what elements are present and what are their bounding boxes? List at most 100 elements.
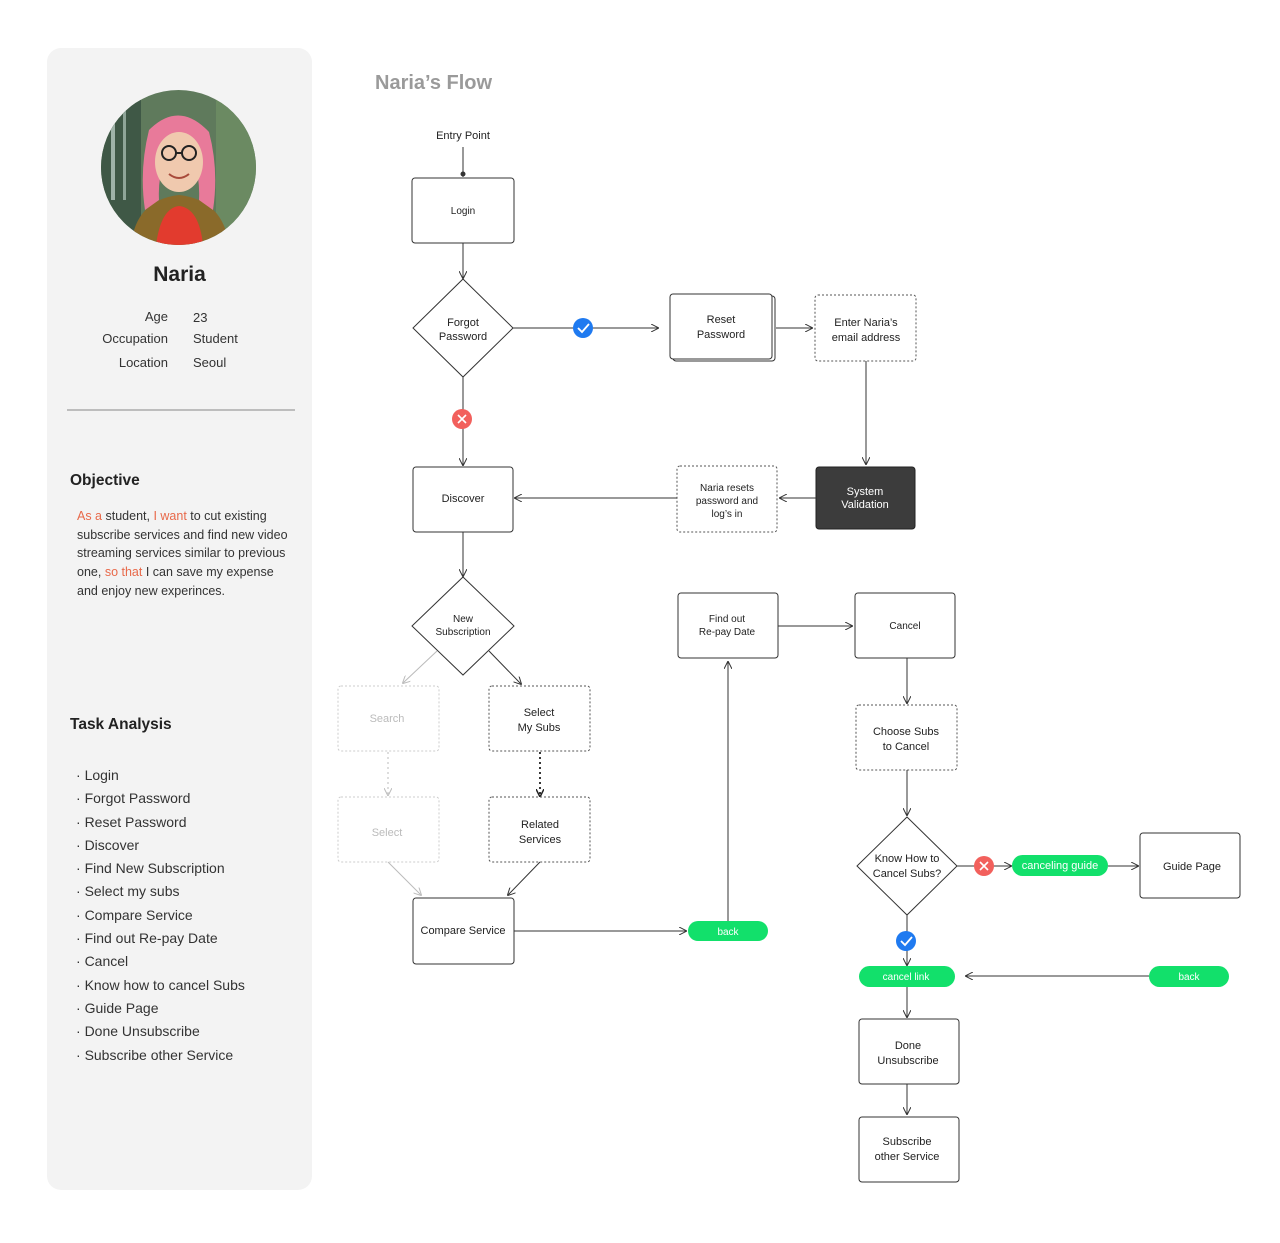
- cross-icon: [974, 856, 994, 876]
- task-item: Find New Subscription: [76, 857, 245, 880]
- node-cancel-label: Cancel: [889, 621, 920, 632]
- meta-label-location: Location: [118, 355, 168, 370]
- persona-name: Naria: [153, 263, 206, 286]
- node-know-how-to-cancel: Know How to Cancel Subs?: [856, 816, 958, 916]
- panel-divider: [67, 409, 295, 411]
- task-item: Login: [76, 764, 245, 787]
- task-item: Find out Re-pay Date: [76, 927, 245, 950]
- task-item: Compare Service: [76, 904, 245, 927]
- canceling-guide-label: canceling guide: [1022, 860, 1098, 872]
- node-subscribe-other: Subscribe other Service: [858, 1116, 960, 1183]
- meta-label-occupation: Occupation: [102, 331, 168, 346]
- task-item: Cancel: [76, 950, 245, 973]
- objective-part: to cut existing subscribe services and f…: [77, 509, 288, 580]
- node-select: Select: [337, 796, 440, 863]
- node-subscribe-other-label: Subscribe: [883, 1136, 932, 1148]
- canceling-guide-pill: canceling guide: [1012, 855, 1108, 876]
- node-select-my-subs: Select My Subs: [488, 685, 591, 752]
- task-item: Discover: [76, 834, 245, 857]
- node-forgot-label: Forgot: [447, 317, 479, 329]
- cancel-link-pill: cancel link: [859, 966, 955, 987]
- node-done-unsubscribe: Done Unsubscribe: [858, 1018, 960, 1085]
- node-system-validation-label: Validation: [841, 499, 889, 511]
- back-pill-compare: back: [688, 921, 768, 941]
- node-login-label: Login: [451, 206, 475, 217]
- node-forgot-password: Forgot Password: [412, 278, 514, 378]
- node-know-how-label: Know How to: [875, 853, 940, 865]
- objective-heading: Objective: [70, 472, 140, 489]
- check-icon: [896, 931, 916, 951]
- objective-part: As a: [77, 509, 103, 523]
- node-search-label: Search: [370, 713, 405, 725]
- node-find-repay-label: Find out: [709, 614, 745, 625]
- cross-icon: [452, 409, 472, 429]
- node-subscribe-other-label: other Service: [875, 1151, 940, 1163]
- node-guide-page-label: Guide Page: [1163, 861, 1221, 873]
- node-system-validation: System Validation: [815, 466, 916, 530]
- node-related-services: Related Services: [488, 796, 591, 863]
- node-done-unsubscribe-label: Done: [895, 1040, 921, 1052]
- node-discover-label: Discover: [442, 493, 485, 505]
- task-item: Know how to cancel Subs: [76, 974, 245, 997]
- back-pill-guide-label: back: [1178, 972, 1200, 983]
- check-icon: [573, 318, 593, 338]
- node-new-subscription-label: Subscription: [435, 627, 490, 638]
- node-forgot-label: Password: [439, 331, 487, 343]
- entry-point-label: Entry Point: [436, 130, 490, 142]
- node-choose-subs-label: Choose Subs: [873, 726, 940, 738]
- task-item: Subscribe other Service: [76, 1044, 245, 1067]
- node-naria-resets-label: password and: [696, 496, 758, 507]
- node-new-subscription: New Subscription: [411, 576, 515, 676]
- node-enter-email-label: Enter Naria’s: [834, 317, 898, 329]
- node-select-my-subs-label: Select: [524, 707, 555, 719]
- node-naria-resets-label: log’s in: [712, 509, 743, 520]
- objective-part: I can save my expense and enjoy new expe…: [77, 565, 274, 598]
- task-list: Login Forgot Password Reset Password Dis…: [76, 764, 245, 1067]
- meta-value-occupation: Student: [193, 331, 238, 346]
- node-enter-email-label: email address: [832, 332, 901, 344]
- node-select-label: Select: [372, 827, 403, 839]
- node-login: Login: [411, 177, 515, 244]
- node-related-services-label: Related: [521, 819, 559, 831]
- node-choose-subs: Choose Subs to Cancel: [855, 704, 958, 771]
- task-item: Guide Page: [76, 997, 245, 1020]
- node-select-my-subs-label: My Subs: [518, 722, 561, 734]
- node-new-subscription-label: New: [453, 614, 474, 625]
- objective-part: I want: [153, 509, 187, 523]
- node-find-repay-date: Find out Re-pay Date: [677, 592, 779, 659]
- node-system-validation-label: System: [847, 486, 884, 498]
- back-pill-guide: back: [1149, 966, 1229, 987]
- cancel-link-label: cancel link: [883, 972, 931, 983]
- node-reset-password: Reset Password: [669, 293, 776, 362]
- task-analysis-heading: Task Analysis: [70, 716, 172, 733]
- node-choose-subs-label: to Cancel: [883, 741, 929, 753]
- task-item: Select my subs: [76, 880, 245, 903]
- node-cancel: Cancel: [854, 592, 956, 659]
- node-know-how-label: Cancel Subs?: [873, 868, 942, 880]
- node-reset-label: Reset: [707, 314, 736, 326]
- back-pill-compare-label: back: [717, 927, 739, 938]
- node-done-unsubscribe-label: Unsubscribe: [877, 1055, 938, 1067]
- node-find-repay-label: Re-pay Date: [699, 627, 756, 638]
- meta-value-age: 23: [193, 310, 208, 325]
- meta-value-location: Seoul: [193, 355, 227, 370]
- objective-part: so that: [104, 565, 143, 580]
- node-naria-resets: Naria resets password and log’s in: [676, 465, 778, 533]
- node-related-services-label: Services: [519, 834, 562, 846]
- node-search: Search: [337, 685, 440, 752]
- meta-label-age: Age: [144, 309, 168, 324]
- task-item: Reset Password: [76, 811, 245, 834]
- node-compare-service-label: Compare Service: [421, 925, 506, 937]
- node-compare-service: Compare Service: [412, 897, 515, 965]
- task-item: Forgot Password: [76, 787, 245, 810]
- node-naria-resets-label: Naria resets: [700, 483, 754, 494]
- task-item: Done Unsubscribe: [76, 1020, 245, 1043]
- node-reset-label: Password: [697, 329, 745, 341]
- objective-part: student,: [102, 509, 154, 523]
- node-enter-email: Enter Naria’s email address: [814, 294, 917, 362]
- node-guide-page: Guide Page: [1139, 832, 1241, 899]
- node-discover: Discover: [412, 466, 514, 533]
- flow-title: Naria’s Flow: [375, 72, 493, 94]
- objective-text: As a student, I want to cut existing sub…: [77, 507, 292, 601]
